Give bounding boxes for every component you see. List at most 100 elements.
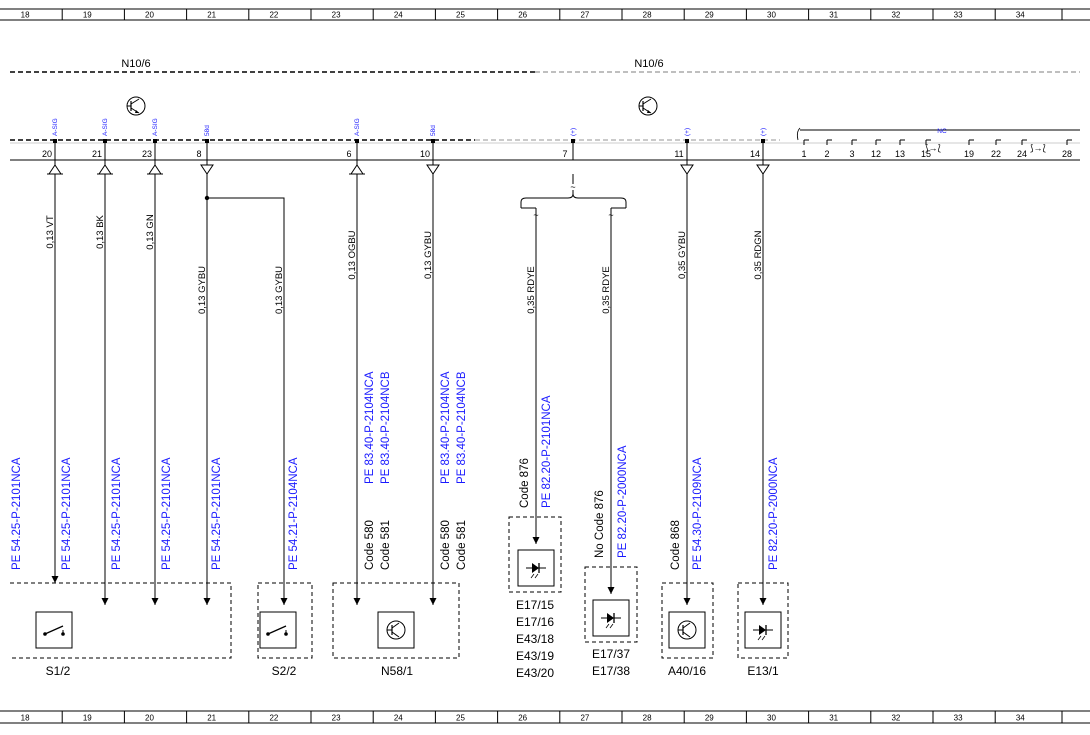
document-reference[interactable]: PE 54.25-P-2101NCA — [61, 457, 73, 570]
ruler-number: 30 — [767, 714, 776, 723]
wire: 0,35 GYBU — [677, 160, 694, 605]
wire-arrowhead — [759, 598, 767, 605]
wire-label: 0,35 GYBU — [677, 231, 688, 279]
transistor-icon — [677, 620, 697, 640]
document-reference[interactable]: PE 54.25-P-2101NCA — [111, 457, 123, 570]
document-reference[interactable]: PE 54.30-P-2109NCA — [692, 457, 704, 570]
wire-arrowhead — [429, 598, 437, 605]
component-s2-2: S2/2 — [257, 582, 313, 678]
ruler-number: 26 — [518, 11, 527, 20]
wire-arrowhead — [151, 598, 159, 605]
document-reference[interactable]: PE 83.40-P-2104NCB — [456, 371, 468, 484]
wire-arrowhead — [607, 587, 615, 594]
ruler-number: 31 — [829, 11, 838, 20]
pin-contact — [153, 139, 157, 143]
nc-bridge-symbol: ⟆→⟅ — [1030, 143, 1046, 153]
wire-label: 0,13 GN — [145, 214, 156, 250]
connector-pin: 21A-SIG — [92, 118, 109, 160]
nc-pin-number: 2 — [824, 149, 829, 159]
pin-number: 23 — [142, 149, 152, 159]
component-label: E43/18 — [516, 632, 554, 646]
ruler-number: 23 — [332, 11, 341, 20]
wire: 0,13 VT — [45, 160, 63, 583]
document-reference[interactable]: PE 54.25-P-2101NCA — [211, 457, 223, 570]
pin-contact — [53, 139, 57, 143]
connector-pin: 23A-SIG — [142, 118, 159, 160]
ruler-number: 24 — [394, 11, 403, 20]
input-arrow — [350, 164, 364, 175]
diode-icon — [753, 625, 773, 641]
nc-pin-number: 3 — [849, 149, 854, 159]
component-label: E17/16 — [516, 615, 554, 629]
ruler-number: 23 — [332, 714, 341, 723]
module-label-left: N10/6 — [121, 58, 150, 70]
pin-contact — [685, 139, 689, 143]
ruler-number: 34 — [1016, 11, 1025, 20]
ruler-number: 20 — [145, 714, 154, 723]
component-label: E13/1 — [747, 664, 779, 678]
component-label: E17/38 — [592, 664, 630, 678]
connector-strip — [10, 139, 1080, 161]
document-reference[interactable]: PE 83.40-P-2104NCA — [364, 371, 376, 484]
ruler-number: 18 — [21, 714, 30, 723]
nc-pin-number: 22 — [991, 149, 1001, 159]
ruler-number: 32 — [891, 714, 900, 723]
nc-pin-number: 1 — [801, 149, 806, 159]
ruler-number: 29 — [705, 714, 714, 723]
pin-contact — [571, 139, 575, 143]
ruler-number: 25 — [456, 714, 465, 723]
pin-contact — [205, 139, 209, 143]
document-reference[interactable]: PE 54.21-P-2104NCA — [288, 457, 300, 570]
component-label: S1/2 — [46, 664, 71, 678]
nc-label: NC — [937, 128, 947, 135]
pin-signal: (+) — [684, 128, 691, 136]
ruler-number: 20 — [145, 11, 154, 20]
ruler-number: 21 — [207, 11, 216, 20]
ruler-number: 26 — [518, 714, 527, 723]
transistor-icon — [126, 96, 146, 116]
wire-break-symbol: ~ — [570, 182, 575, 192]
code-label: Code 868 — [670, 520, 682, 570]
wire: 0,13 BK — [95, 160, 113, 605]
ruler-number: 31 — [829, 714, 838, 723]
connector-pin: 11 (+) — [674, 128, 691, 160]
ruler-number: 24 — [394, 714, 403, 723]
ruler-number: 18 — [21, 11, 30, 20]
code-label: Code 580 — [440, 520, 452, 570]
nc-pin-number: 12 — [871, 149, 881, 159]
wire: 0,35 RDYE — [601, 208, 615, 594]
ruler-number: 19 — [83, 11, 92, 20]
document-reference[interactable]: PE 54.25-P-2101NCA — [11, 457, 23, 570]
wire-label: 0,13 GYBU — [423, 231, 434, 279]
input-arrow — [98, 164, 112, 175]
pin-number: 20 — [42, 149, 52, 159]
pin-number: 14 — [750, 149, 760, 159]
ruler-number: 27 — [580, 11, 589, 20]
wire-branch — [207, 197, 285, 210]
document-reference[interactable]: PE 82.20-P-2000NCA — [617, 445, 629, 558]
document-reference[interactable]: PE 54.25-P-2101NCA — [161, 457, 173, 570]
document-reference[interactable]: PE 83.40-P-2104NCA — [440, 371, 452, 484]
pin-signal: 58d — [204, 125, 211, 136]
pin-number: 11 — [674, 149, 683, 159]
module-n10-6-left: N10/6 — [10, 58, 535, 73]
component-label: S2/2 — [272, 664, 297, 678]
ruler-number: 33 — [954, 11, 963, 20]
component-label: E17/15 — [516, 598, 554, 612]
document-reference[interactable]: PE 83.40-P-2104NCB — [380, 371, 392, 484]
document-reference[interactable]: PE 82.20-P-2000NCA — [768, 457, 780, 570]
document-reference[interactable]: PE 82.20-P-2101NCA — [541, 395, 553, 508]
connector-pin: 20A-SIG — [42, 118, 59, 160]
pin-signal: (+) — [570, 128, 577, 136]
connector-pin: 8 58d — [196, 125, 211, 160]
wire-label: 0,35 RDYE — [601, 266, 612, 314]
ruler-number: 22 — [269, 714, 278, 723]
output-arrow — [680, 164, 694, 175]
code-label: Code 581 — [380, 520, 392, 570]
ruler-number: 30 — [767, 11, 776, 20]
pin-number: 8 — [196, 149, 201, 159]
